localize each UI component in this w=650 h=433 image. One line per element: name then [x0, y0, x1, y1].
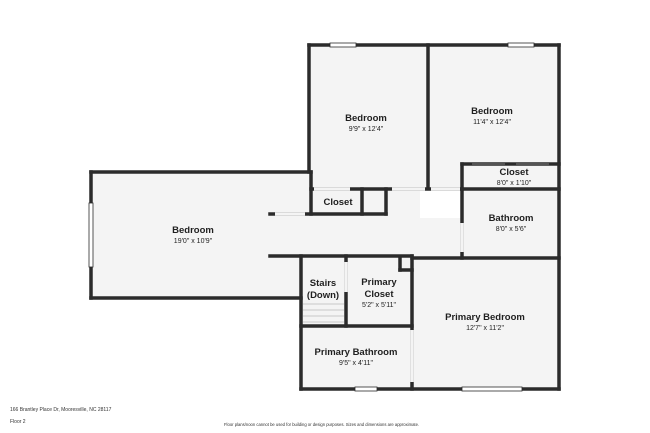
room-dims: 12'7" x 11'2" — [466, 325, 504, 332]
room-name: Closet — [364, 289, 394, 300]
room-dims: 9'9" x 12'4" — [349, 126, 384, 133]
room-dims: 5'2" x 5'11" — [362, 302, 396, 309]
disclaimer-text: Floor plans/noon cannot be used for buil… — [224, 422, 420, 427]
walls — [89, 43, 561, 391]
window — [354, 386, 378, 392]
room-dims: 8'0" x 5'6" — [496, 226, 527, 233]
window — [507, 42, 535, 48]
stairs-treads — [303, 303, 344, 323]
window — [461, 386, 523, 392]
room-name: Bedroom — [471, 106, 513, 117]
room-name: Closet — [323, 197, 353, 208]
room-name: Stairs — [310, 278, 336, 289]
room-name: Bedroom — [345, 113, 387, 124]
window — [88, 202, 94, 268]
address-text: 166 Brantley Place Dr, Mooresville, NC 2… — [10, 407, 112, 413]
room-name: Bathroom — [489, 213, 534, 224]
door-openings — [275, 187, 464, 382]
window — [329, 42, 357, 48]
room-name: Closet — [499, 167, 529, 178]
room-name: Primary Bedroom — [445, 312, 525, 323]
room-name: Primary Bathroom — [315, 347, 398, 358]
room-dims: 11'4" x 12'4" — [473, 119, 511, 126]
room-dims: 9'5" x 4'11" — [339, 360, 373, 367]
room-name: Primary — [361, 277, 397, 288]
windows — [88, 42, 535, 392]
room-labels: Bedroom 9'9" x 12'4" Bedroom 11'4" x 12'… — [172, 106, 533, 367]
floor-label: Floor 2 — [10, 419, 26, 425]
room-name: (Down) — [307, 290, 339, 301]
room-name: Bedroom — [172, 225, 214, 236]
room-dims: 8'0" x 1'10" — [497, 180, 532, 187]
room-dims: 19'0" x 10'9" — [174, 238, 213, 245]
floor-fill — [91, 44, 559, 389]
